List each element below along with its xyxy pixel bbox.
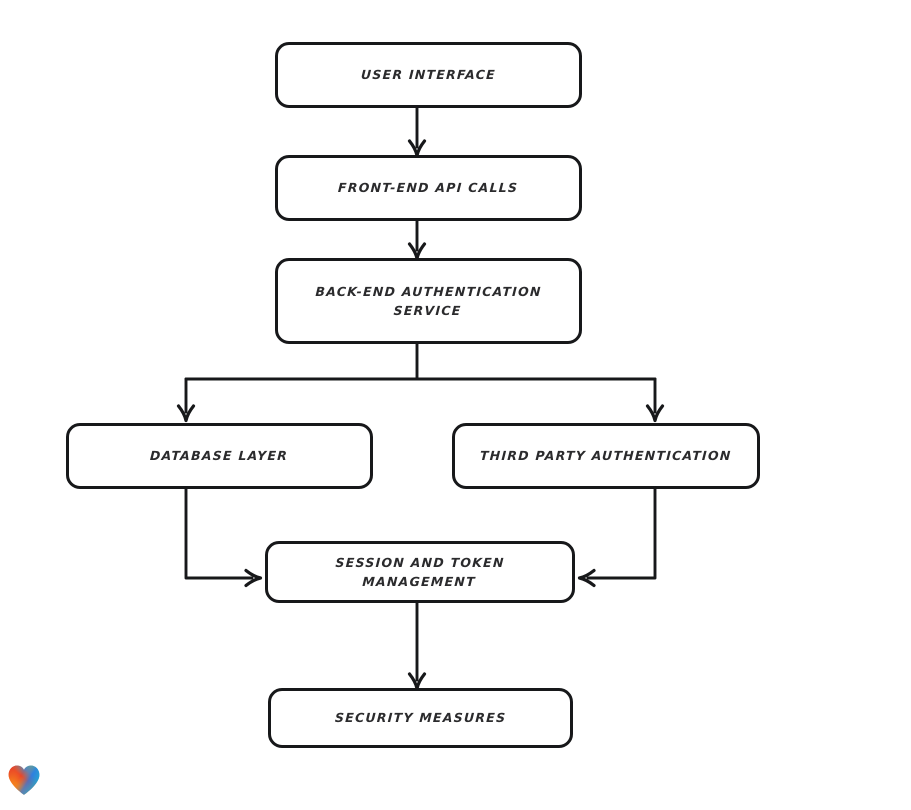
edge-backend-to-third-party	[645, 377, 665, 423]
node-security-measures[interactable]: Security Measures	[268, 688, 573, 748]
node-session-and-token-management-label: Session and Token Management	[335, 554, 506, 589]
edge-backend-to-database	[176, 377, 196, 423]
edge-session-to-security	[407, 601, 427, 691]
edge-api-to-backend	[407, 219, 427, 261]
node-database-layer[interactable]: Database Layer	[66, 423, 373, 489]
node-third-party-authentication[interactable]: Third Party Authentication	[452, 423, 760, 489]
node-database-layer-label: Database Layer	[150, 448, 289, 464]
node-frontend-api-calls[interactable]: Front-End API Calls	[275, 155, 582, 221]
edge-ui-to-api	[407, 106, 427, 158]
node-security-measures-label: Security Measures	[334, 710, 507, 726]
node-frontend-api-calls-label: Front-End API Calls	[337, 180, 520, 196]
node-backend-authentication-service[interactable]: Back-End Authentication Service	[275, 258, 582, 344]
node-third-party-authentication-label: Third Party Authentication	[479, 448, 733, 464]
edge-third-party-to-session	[577, 487, 657, 588]
gradient-heart-icon	[7, 764, 41, 796]
node-session-and-token-management[interactable]: Session and Token Management	[265, 541, 575, 603]
node-backend-authentication-service-label: Back-End Authentication Service	[315, 283, 543, 318]
node-user-interface[interactable]: User Interface	[275, 42, 582, 108]
edge-database-to-session	[184, 487, 263, 588]
edge-backend-split-bus	[184, 342, 657, 381]
node-user-interface-label: User Interface	[360, 67, 497, 83]
